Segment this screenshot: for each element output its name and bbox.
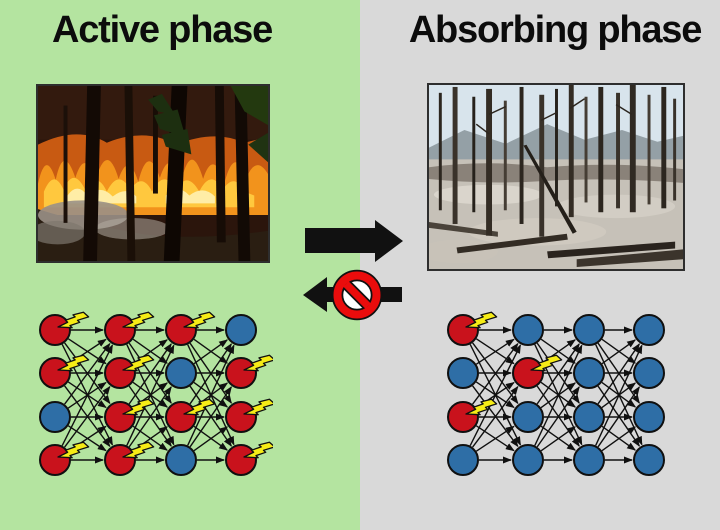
quiescent-neuron-node <box>573 357 605 389</box>
synapse-edge <box>193 426 228 452</box>
active-phase-title: Active phase <box>51 9 273 51</box>
firing-neuron-node <box>447 401 479 433</box>
quiescent-neuron-node <box>512 444 544 476</box>
synapse-edge <box>189 386 232 448</box>
synapse-edge <box>536 343 580 405</box>
quiescent-neuron-node <box>633 357 665 389</box>
forest-fire-illustration <box>38 86 268 261</box>
synapse-edge <box>128 343 172 405</box>
quiescent-neuron-node <box>633 314 665 346</box>
synapse-edge <box>128 386 172 448</box>
lightning-bolt-icon <box>57 441 90 459</box>
lightning-bolt-icon <box>530 354 563 372</box>
synapse-edge <box>64 385 111 448</box>
firing-neuron-node <box>104 444 136 476</box>
firing-neuron-node <box>225 401 257 433</box>
firing-neuron-node <box>225 444 257 476</box>
firing-neuron-node <box>225 357 257 389</box>
synapse-edge <box>126 344 175 446</box>
firing-neuron-node <box>39 444 71 476</box>
absorbing-network-diagram <box>447 311 665 476</box>
quiescent-neuron-node <box>447 357 479 389</box>
synapse-edge <box>472 385 519 448</box>
firing-neuron-node <box>447 314 479 346</box>
synapse-edge <box>469 344 522 447</box>
synapse-edge <box>540 426 576 452</box>
synapse-edge <box>64 342 111 405</box>
phase-transition-arrows <box>303 220 403 321</box>
synapse-edge <box>193 339 228 365</box>
quiescent-neuron-node <box>39 401 71 433</box>
active-network-diagram <box>39 311 273 476</box>
synapse-edge <box>534 344 583 446</box>
firing-neuron-node <box>165 401 197 433</box>
burned-forest-photo <box>427 83 685 271</box>
lightning-bolt-icon <box>122 311 155 329</box>
lightning-bolt-icon <box>243 398 273 416</box>
lightning-bolt-icon <box>122 354 155 372</box>
firing-neuron-node <box>39 357 71 389</box>
synapse-edge <box>189 343 232 405</box>
quiescent-neuron-node <box>512 314 544 346</box>
lightning-bolt-icon <box>465 398 498 416</box>
firing-neuron-node <box>104 314 136 346</box>
firing-neuron-node <box>512 357 544 389</box>
quiescent-neuron-node <box>573 314 605 346</box>
absorbing-phase-title: Absorbing phase <box>408 9 703 51</box>
firing-neuron-node <box>104 357 136 389</box>
lightning-bolt-icon <box>183 398 216 416</box>
forest-fire-photo <box>36 84 270 263</box>
synapse-edge <box>472 342 519 405</box>
quiescent-neuron-node <box>573 401 605 433</box>
synapse-edge <box>601 426 636 452</box>
firing-neuron-node <box>165 314 197 346</box>
lightning-bolt-icon <box>243 354 273 372</box>
synapse-edge <box>61 344 114 447</box>
lightning-bolt-icon <box>465 311 498 329</box>
no-entry-icon <box>331 269 383 321</box>
quiescent-neuron-node <box>633 401 665 433</box>
lightning-bolt-icon <box>57 354 90 372</box>
firing-neuron-node <box>104 401 136 433</box>
synapse-edge <box>475 338 515 365</box>
synapse-edge <box>601 339 636 365</box>
quiescent-neuron-node <box>512 401 544 433</box>
synapse-edge <box>475 425 515 452</box>
lightning-bolt-icon <box>57 311 90 329</box>
lightning-bolt-icon <box>183 311 216 329</box>
quiescent-neuron-node <box>165 357 197 389</box>
lightning-bolt-icon <box>122 398 155 416</box>
lightning-bolt-icon <box>122 441 155 459</box>
right-arrow-icon <box>305 220 403 262</box>
quiescent-neuron-node <box>165 444 197 476</box>
firing-neuron-node <box>39 314 71 346</box>
synapse-edge <box>597 386 640 448</box>
quiescent-neuron-node <box>225 314 257 346</box>
quiescent-neuron-node <box>573 444 605 476</box>
synapse-edge <box>595 344 643 446</box>
synapse-edge <box>536 386 580 448</box>
synapse-edge <box>187 344 235 446</box>
synapse-edge <box>597 343 640 405</box>
lightning-bolt-icon <box>243 441 273 459</box>
burned-forest-illustration <box>429 85 683 269</box>
quiescent-neuron-node <box>447 444 479 476</box>
quiescent-neuron-node <box>633 444 665 476</box>
